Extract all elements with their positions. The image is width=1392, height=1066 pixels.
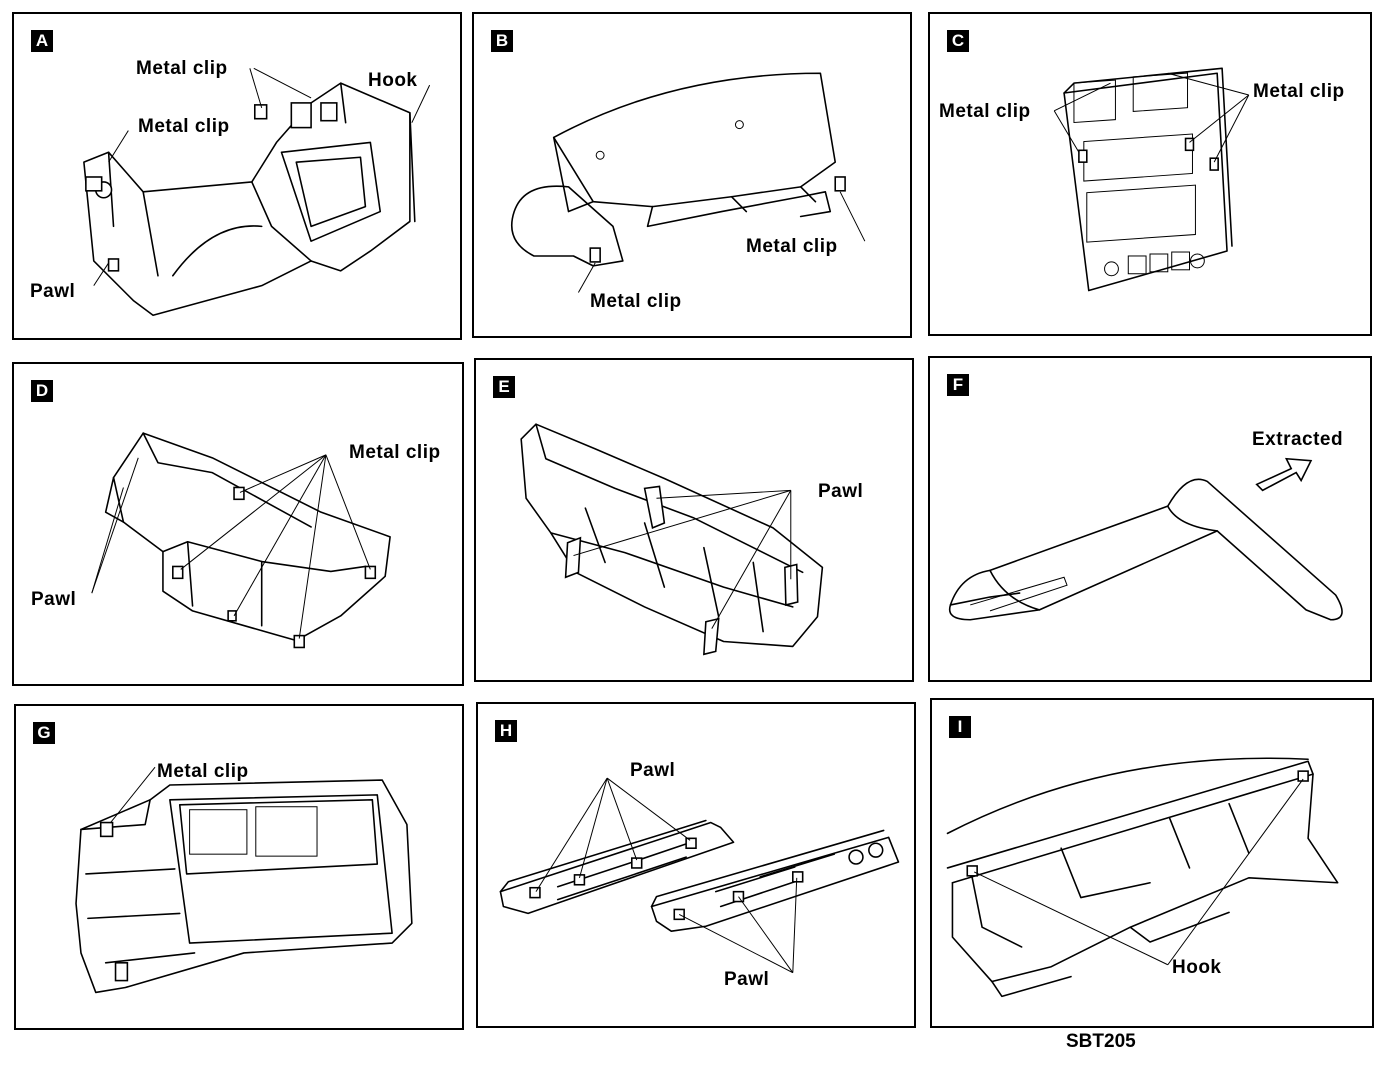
panel-f-drawing — [948, 457, 1343, 621]
panel-g-drawing — [75, 766, 413, 994]
panel-h-letter: H — [495, 720, 517, 742]
panel-h: H Pawl Pawl — [476, 702, 916, 1028]
panel-d-metal-clip-label: Metal clip — [349, 442, 441, 463]
panel-i-letter: I — [949, 716, 971, 738]
panel-b-letter: B — [491, 30, 513, 52]
figure-code: SBT205 — [1066, 1031, 1136, 1052]
panel-b: B Metal clip Metal clip — [472, 12, 912, 338]
panel-e: E Pawl — [474, 358, 914, 682]
panel-a-letter: A — [31, 30, 53, 52]
panel-f-letter: F — [947, 374, 969, 396]
panel-b-metal-clip-label-1: Metal clip — [746, 236, 838, 257]
panel-h-drawing — [499, 777, 900, 974]
panel-d-pawl-label: Pawl — [31, 589, 77, 610]
panel-a: A Metal clip Metal clip Hook Pawl — [12, 12, 462, 340]
panel-i: I Hook — [930, 698, 1374, 1028]
panel-a-pawl-label: Pawl — [30, 281, 76, 302]
panel-f-extracted-label: Extracted — [1252, 429, 1344, 450]
panel-e-pawl-label: Pawl — [818, 481, 864, 502]
panel-e-letter: E — [493, 376, 515, 398]
panel-e-drawing — [520, 423, 824, 656]
panel-g-letter: G — [33, 722, 55, 744]
panel-b-drawing — [510, 72, 866, 293]
panel-c-letter: C — [947, 30, 969, 52]
panel-c-metal-clip-label-2: Metal clip — [1253, 81, 1345, 102]
panel-f: F Extracted — [928, 356, 1372, 682]
panel-a-drawing — [83, 67, 431, 317]
panel-c-metal-clip-label-1: Metal clip — [939, 101, 1031, 122]
panel-g-metal-clip-label: Metal clip — [157, 761, 249, 782]
panel-d: D Metal clip Pawl — [12, 362, 464, 686]
panel-g: G Metal clip — [14, 704, 464, 1030]
panel-h-pawl-label-2: Pawl — [724, 969, 770, 990]
panel-d-letter: D — [31, 380, 53, 402]
panel-c: C Metal clip Metal clip — [928, 12, 1372, 336]
panel-b-metal-clip-label-2: Metal clip — [590, 291, 682, 312]
panel-h-pawl-label-1: Pawl — [630, 760, 676, 781]
panel-a-hook-label: Hook — [368, 70, 418, 91]
panel-d-drawing — [91, 432, 391, 649]
panel-i-hook-label: Hook — [1172, 957, 1222, 978]
panel-i-drawing — [946, 757, 1339, 998]
panel-c-drawing — [1053, 67, 1250, 292]
panel-a-metal-clip-label-1: Metal clip — [136, 58, 228, 79]
panel-a-metal-clip-label-2: Metal clip — [138, 116, 230, 137]
